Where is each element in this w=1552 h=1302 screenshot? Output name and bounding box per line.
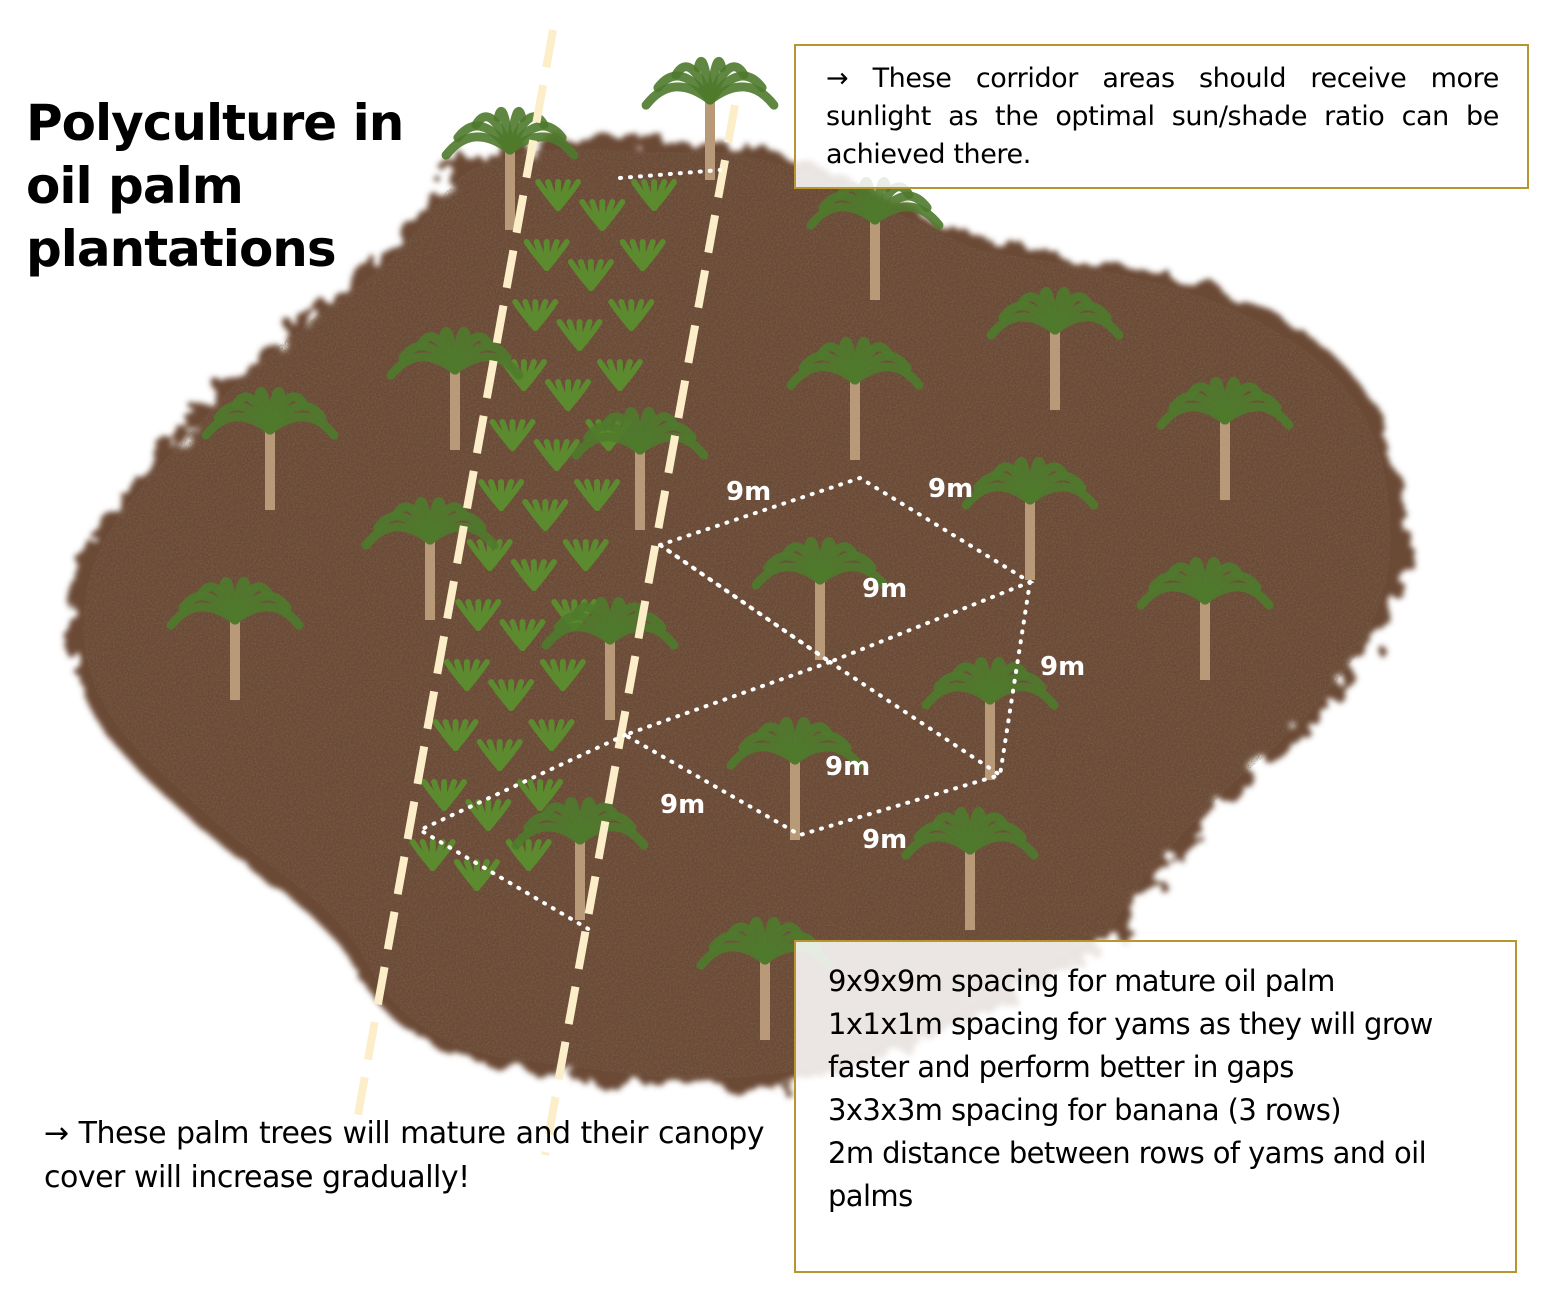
yam-plant — [567, 259, 614, 291]
spacing-notes-box: 9x9x9m spacing for mature oil palm 1x1x1… — [794, 940, 1517, 1273]
soil-area — [68, 138, 1406, 1089]
yam-plant — [556, 319, 603, 351]
page-title: Polyculture in oil palm plantations — [26, 94, 404, 278]
oil-palm-icon — [751, 537, 889, 660]
oil-palm-icon — [1156, 377, 1294, 500]
yam-plant — [562, 539, 609, 571]
yam-plant — [522, 499, 569, 531]
yam-plant — [517, 779, 564, 811]
oil-palm-icon — [386, 327, 524, 450]
oil-palm-icon — [441, 107, 579, 230]
distance-label: 9m — [825, 752, 870, 782]
yam-plant — [478, 479, 525, 511]
oil-palm-icon — [726, 717, 864, 840]
yam-plant — [421, 779, 468, 811]
canopy-note: → These palm trees will mature and their… — [44, 1116, 765, 1195]
oil-palm-icon — [786, 337, 924, 460]
yam-plant — [409, 839, 456, 871]
oil-palm-icon — [901, 807, 1039, 930]
yam-plant — [432, 719, 479, 751]
oil-palm-icon — [541, 597, 679, 720]
yam-plant — [443, 659, 490, 691]
yam-plant — [596, 359, 643, 391]
yam-plant — [510, 559, 557, 591]
yam-plant — [528, 719, 575, 751]
distance-labels: 9m 9m 9m 9m 9m 9m 9m — [660, 474, 1085, 855]
yam-plant — [631, 179, 678, 211]
spacing-note: 9x9x9m spacing for mature oil palm — [828, 964, 1335, 998]
oil-palm-icon — [166, 577, 304, 700]
yam-plant — [574, 479, 621, 511]
oil-palm-icon — [511, 797, 649, 920]
yam-plant — [533, 439, 580, 471]
distance-label: 9m — [928, 474, 973, 504]
distance-label: 9m — [862, 825, 907, 855]
corridor-line-right — [541, 104, 739, 1156]
yam-plant — [535, 179, 582, 211]
corridor-lines — [354, 29, 739, 1156]
oil-palm-icon — [641, 57, 779, 180]
oil-palm-icon — [361, 497, 499, 620]
corridor-line-left — [354, 29, 557, 1116]
spacing-grid — [415, 168, 1035, 932]
yam-plant — [465, 799, 512, 831]
oil-palm-icon — [961, 457, 1099, 580]
yam-plant — [608, 299, 655, 331]
yam-plant — [488, 679, 535, 711]
corridor-note-box: → These corridor areas should receive mo… — [794, 44, 1529, 189]
oil-palm-icon — [921, 657, 1059, 780]
oil-palm-icon — [571, 407, 709, 530]
spacing-note: 3x3x3m spacing for banana (3 rows) — [828, 1093, 1342, 1127]
oil-palm-icon — [1136, 557, 1274, 680]
spacing-note: 2m distance between rows of yams and oil… — [828, 1136, 1427, 1213]
yam-plant — [512, 299, 559, 331]
distance-label: 9m — [726, 477, 771, 507]
yam-plant — [579, 199, 626, 231]
distance-label: 9m — [1040, 652, 1085, 682]
yam-plant — [545, 379, 592, 411]
oil-palm-icon — [986, 287, 1124, 410]
yam-plant — [476, 739, 523, 771]
yam-plant — [499, 619, 546, 651]
oil-palms — [166, 57, 1294, 1040]
distance-label: 9m — [660, 790, 705, 820]
yam-plant — [455, 599, 502, 631]
yam-plant — [489, 419, 536, 451]
yam-plant — [539, 659, 586, 691]
oil-palm-icon — [201, 387, 339, 510]
yam-plant — [523, 239, 570, 271]
spacing-note: 1x1x1m spacing for yams as they will gro… — [828, 1007, 1433, 1084]
yam-plant — [619, 239, 666, 271]
distance-label: 9m — [862, 574, 907, 604]
